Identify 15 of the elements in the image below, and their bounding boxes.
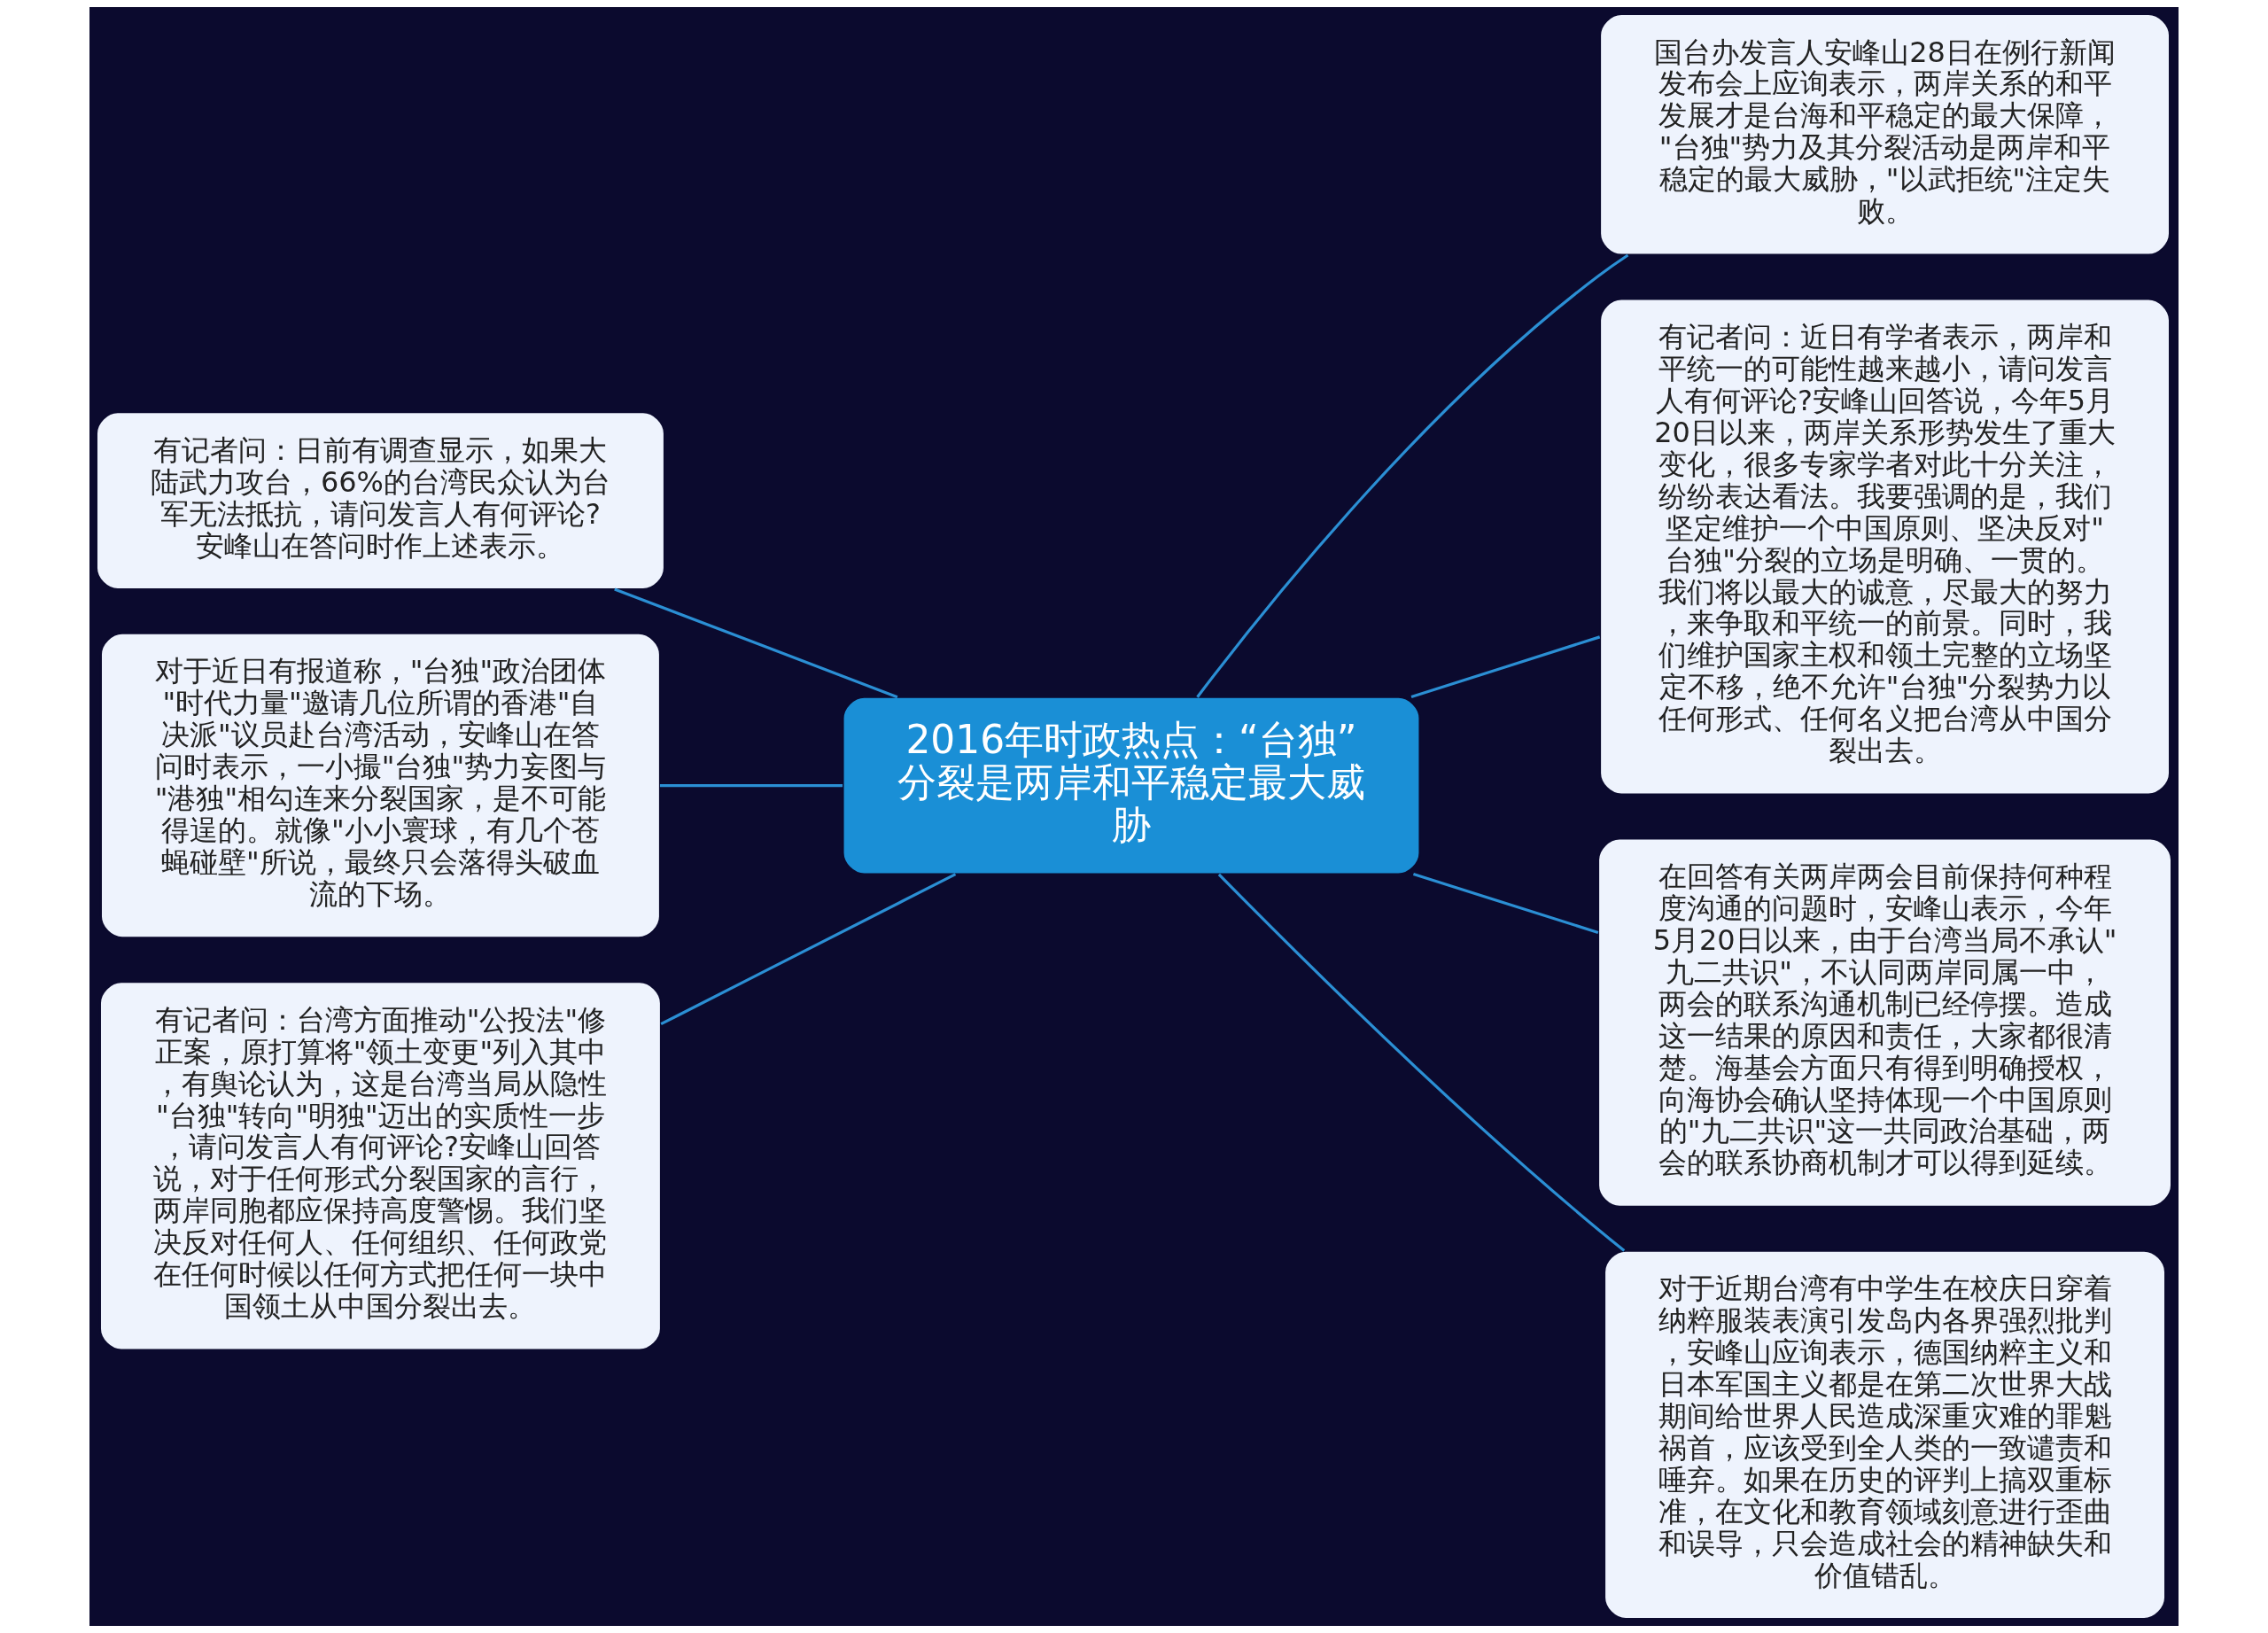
connector (1410, 635, 1601, 699)
node-box: 在回答有关两岸两会目前保持何种程度沟通的问题时，安峰山表示，今年5月20日以来，由于台湾当局不承认"九二共识"，不认同两岸同属一中，两会的联系沟通机制已经停摆。造成这一结果的原因和责任，大家都很清楚。海基会方面只有得到明确授权，向海协会确认坚持体现一个中国原则的"九二共识"这一共同政治基础，两会的联系协商机制才可以得到延续。 (1597, 837, 2172, 1208)
connector (614, 587, 898, 699)
connector (659, 783, 843, 788)
node-box: 有记者问：台湾方面推动"公投法"修正案，原打算将"领土变更"列入其中，有舆论认为，这是台湾当局从隐性"台独"转向"明独"迈出的实质性一步，请问发言人有何评论?安峰山回答说，对于任何形式分裂国家的言行，两岸同胞都应保持高度警惕。我们坚决反对任何人、任何组织、任何政党在任何时候以任何方式把任何一块中国领土从中国分裂出去。 (99, 981, 662, 1351)
connector (660, 873, 957, 1026)
connector (1412, 873, 1599, 934)
node-box: 国台办发言人安峰山28日在例行新闻发布会上应询表示，两岸关系的和平发展才是台海和平稳定的最大保障，"台独"势力及其分裂活动是两岸和平稳定的最大威胁，"以武拒统"注定失败。 (1599, 13, 2171, 256)
node-box: 有记者问：日前有调查显示，如果大陆武力攻台，66%的台湾民众认为台军无法抵抗，请问发言人有何评论?安峰山在答问时作上述表示。 (96, 411, 665, 590)
node-box: 对于近期台湾有中学生在校庆日穿着纳粹服装表演引发岛内各界强烈批判，安峰山应询表示，德国纳粹主义和日本军国主义都是在第二次世界大战期间给世界人民造成深重灾难的罪魁祸首，应该受到全人类的一致谴责和唾弃。如果在历史的评判上搞双重标准，在文化和教育领域刻意进行歪曲和误导，只会造成社会的精神缺失和价值错乱。 (1604, 1249, 2167, 1620)
connector (1217, 873, 1626, 1252)
node-box: 2016年时政热点：“台独”分裂是两岸和平稳定最大威胁 (842, 696, 1421, 875)
connector (1196, 253, 1629, 698)
node-box: 有记者问：近日有学者表示，两岸和平统一的可能性越来越小，请问发言人有何评论?安峰山回答说，今年5月20日以来，两岸关系形势发生了重大变化，很多专家学者对此十分关注，纷纷表达看法。我要强调的是，我们坚定维护一个中国原则、坚决反对"台独"分裂的立场是明确、一贯的。我们将以最大的诚意，尽最大的努力，来争取和平统一的前景。同时，我们维护国家主权和领土完整的立场坚定不移，绝不允许"台独"分裂势力以任何形式、任何名义把台湾从中国分裂出去。 (1599, 298, 2171, 796)
node-box: 对于近日有报道称，"台独"政治团体"时代力量"邀请几位所谓的香港"自决派"议员赴台湾活动，安峰山在答问时表示，一小撮"台独"势力妄图与"港独"相勾连来分裂国家，是不可能得逞的。就像"小小寰球，有几个苍蝇碰壁"所说，最终只会落得头破血流的下场。 (100, 632, 661, 939)
